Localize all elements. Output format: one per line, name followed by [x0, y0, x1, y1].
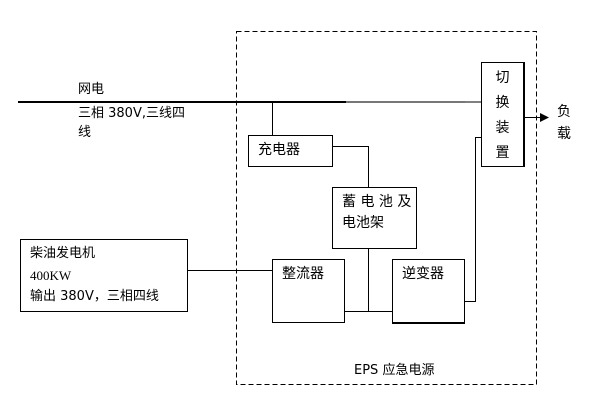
inverter-box: 逆变器 [392, 259, 465, 324]
rectifier-box: 整流器 [272, 259, 345, 323]
grid-spec-line2: 线 [78, 125, 92, 140]
grid-label: 网电 [78, 82, 105, 97]
inverter-to-switch-line [464, 137, 482, 302]
arrow-head-icon [540, 113, 549, 122]
generator-power: 400KW [30, 268, 72, 283]
generator-name: 柴油发电机 [30, 246, 96, 261]
switch-box: 切 换 装 置 [481, 62, 525, 167]
battery-box: 蓄 电 池 及 电池架 [332, 187, 417, 249]
switch-char: 装 [495, 120, 510, 136]
charger-to-battery-line [332, 146, 369, 187]
charger-label: 充电器 [258, 142, 300, 158]
rectifier-label: 整流器 [282, 266, 324, 282]
switch-char: 切 [495, 70, 510, 86]
grid-spec-line1: 三相 380V,三线四 [78, 106, 185, 121]
load-label: 负 载 [557, 101, 571, 145]
load-char: 负 [557, 104, 571, 120]
generator-box: 柴油发电机 400KW 输出 380V，三相四线 [20, 239, 188, 312]
battery-label-line1: 蓄 电 池 及 [342, 194, 412, 210]
battery-label-line2: 电池架 [342, 215, 384, 231]
switch-char: 换 [495, 95, 510, 111]
inverter-label: 逆变器 [402, 266, 444, 282]
eps-enclosure [236, 31, 537, 385]
switch-char: 置 [495, 145, 510, 161]
charger-box: 充电器 [248, 135, 333, 167]
eps-label: EPS 应急电源 [354, 363, 435, 378]
load-char: 载 [557, 126, 571, 142]
generator-output: 输出 380V，三相四线 [30, 289, 159, 304]
